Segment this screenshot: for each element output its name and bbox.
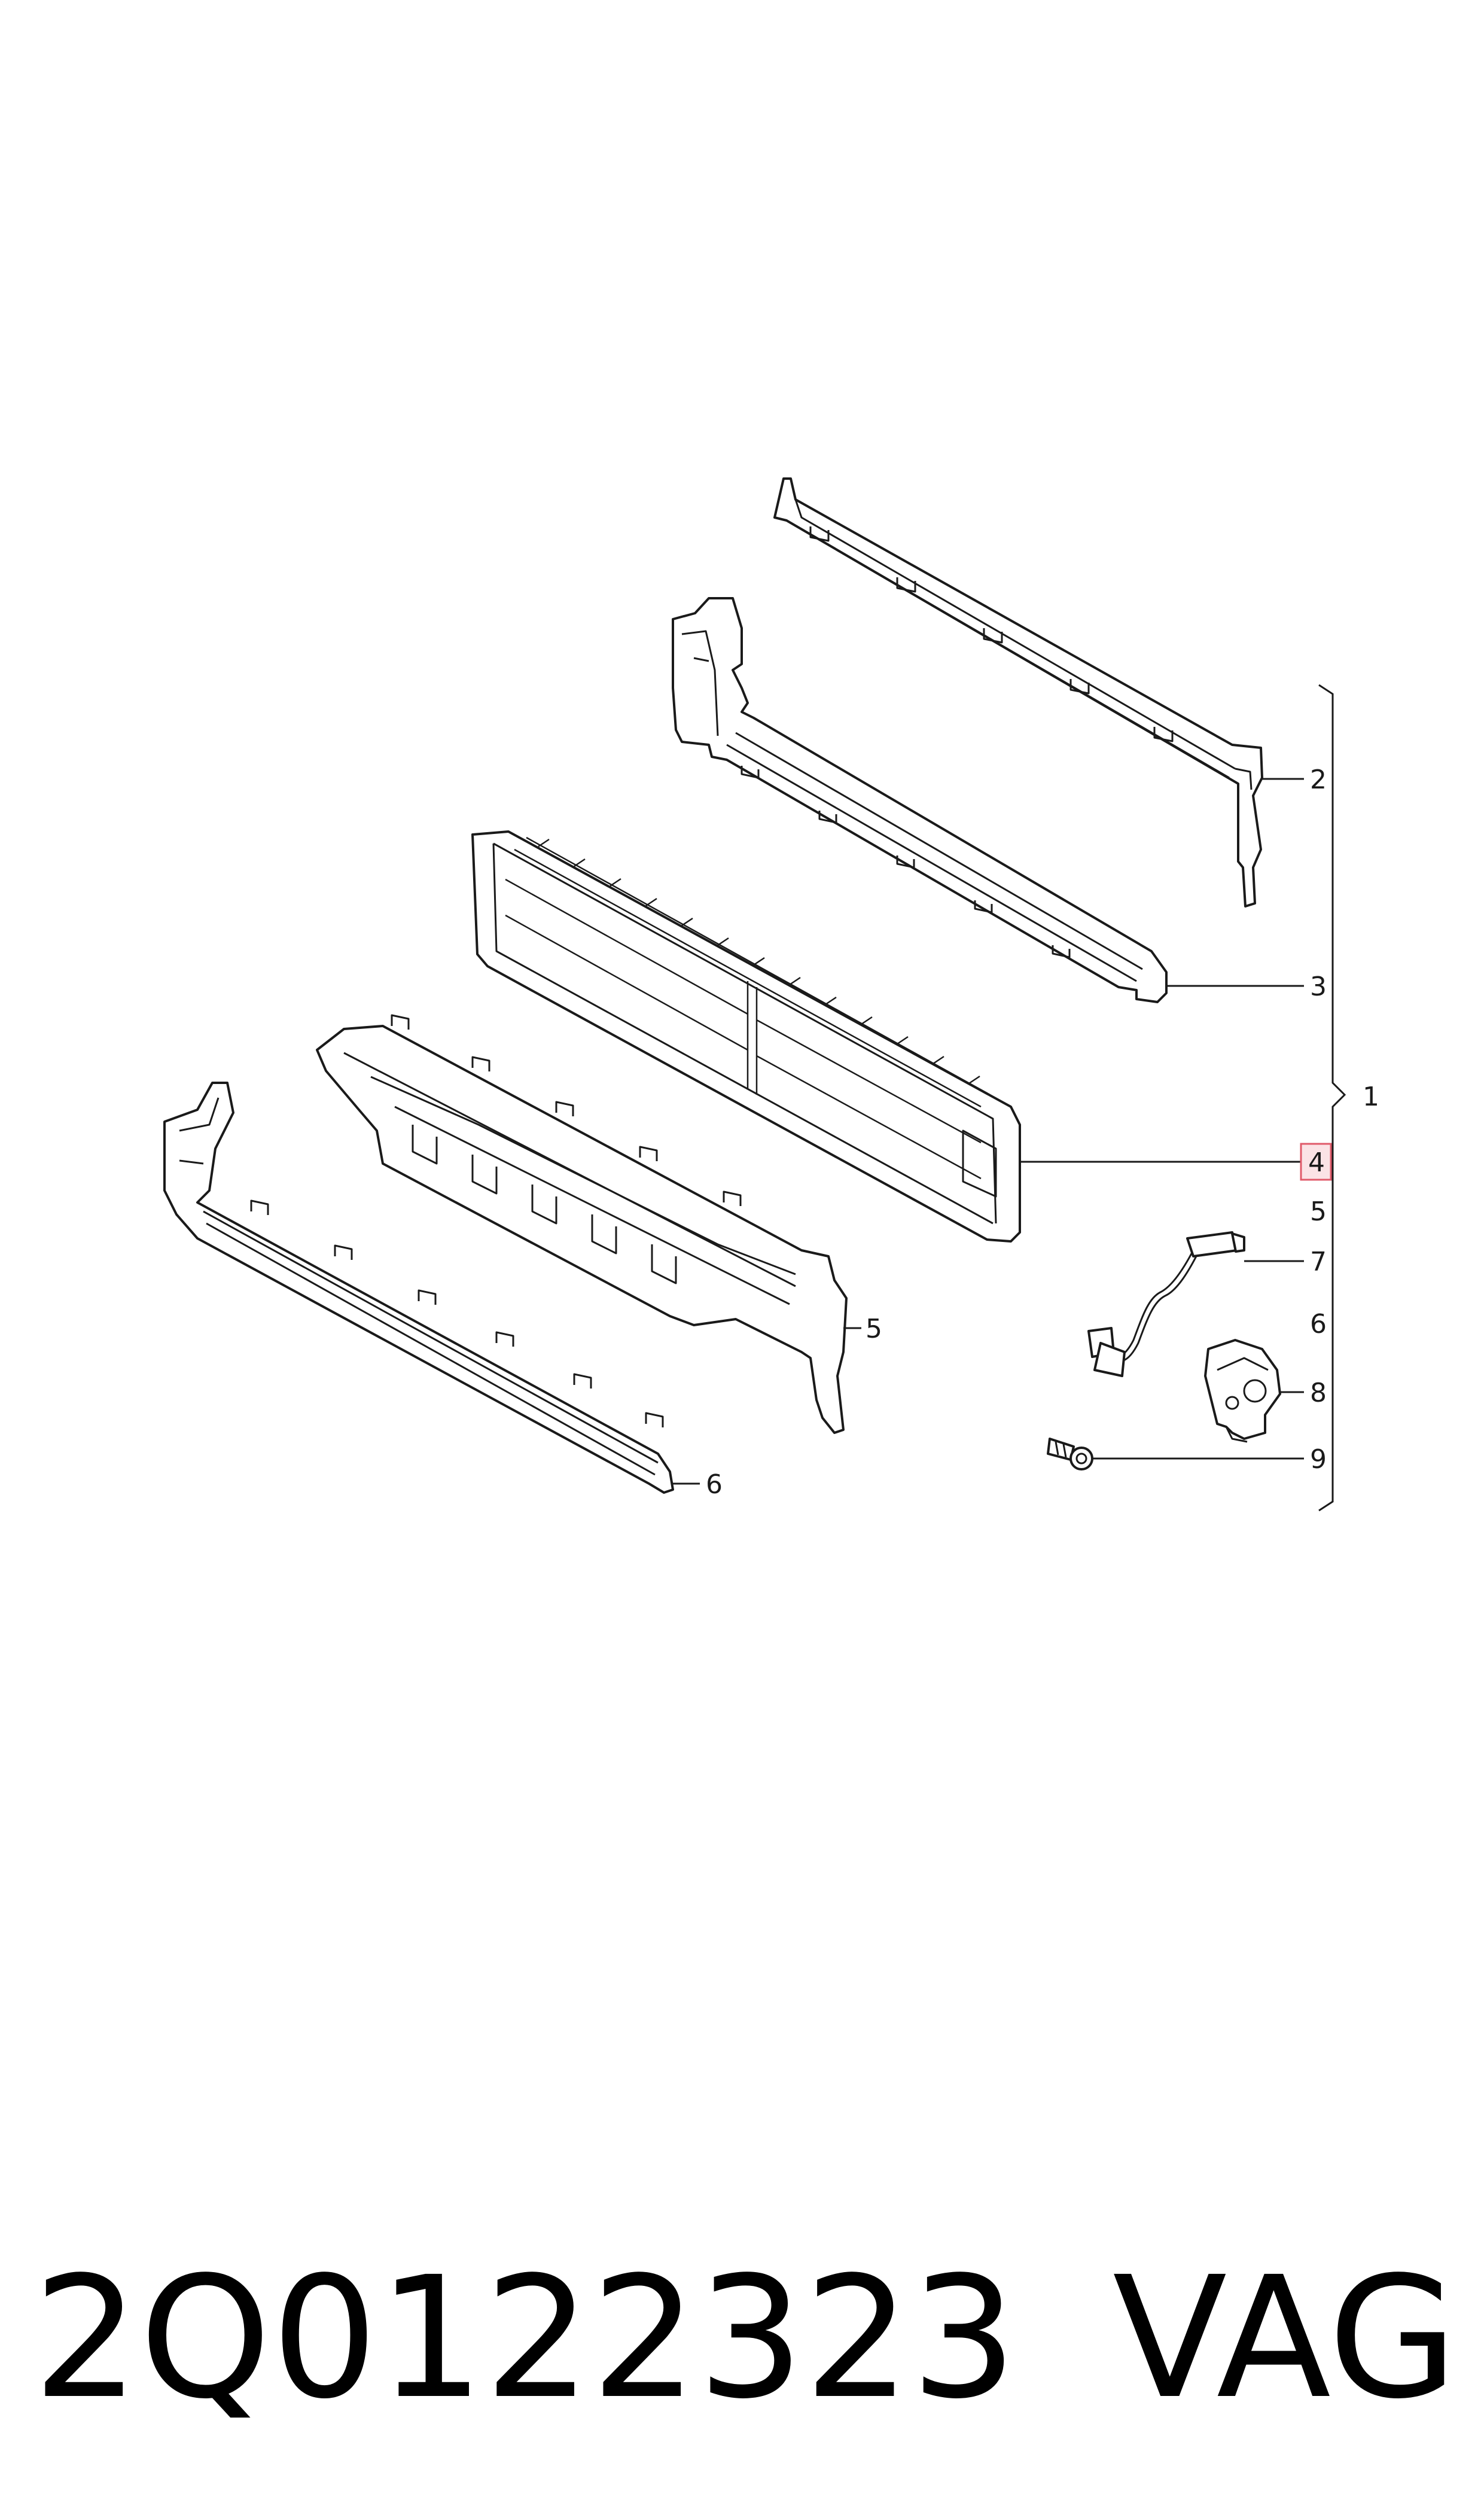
leader-lines — [673, 778, 1307, 1485]
part-7-wiring-harness — [1087, 1231, 1245, 1377]
brand-name: VAG — [1113, 2241, 1458, 2436]
callout-4[interactable]: 4 — [1308, 1147, 1325, 1178]
callout-1[interactable]: 1 — [1363, 1082, 1379, 1112]
part-4-vanes — [505, 878, 982, 1180]
part-8-actuator — [1204, 1339, 1281, 1443]
part-5-air-guide — [316, 1014, 848, 1434]
callout-7[interactable]: 7 — [1310, 1247, 1327, 1277]
callout-5-list[interactable]: 5 — [1310, 1196, 1327, 1227]
part-number: 2Q0122323 — [33, 2241, 1017, 2436]
part-4-shutter-frame — [471, 830, 1021, 1243]
callout-9[interactable]: 9 — [1310, 1444, 1327, 1475]
part-3-clips — [741, 766, 1071, 958]
part-3-lower-member — [672, 597, 1168, 1003]
part-6-clips — [250, 1199, 664, 1427]
part-2-clips — [809, 526, 1174, 742]
group-1-bracket — [1318, 684, 1346, 1512]
part-5-pockets — [412, 1125, 677, 1284]
part-9-screw — [1047, 1438, 1093, 1470]
callout-2[interactable]: 2 — [1310, 765, 1327, 795]
callout-6-list[interactable]: 6 — [1310, 1309, 1327, 1339]
callout-3[interactable]: 3 — [1310, 972, 1327, 1002]
callout-5-part[interactable]: 5 — [866, 1314, 882, 1344]
callout-8[interactable]: 8 — [1310, 1378, 1327, 1408]
callout-4-highlight — [1300, 1143, 1332, 1181]
part-5-clips — [391, 1014, 742, 1206]
callout-6-part[interactable]: 6 — [706, 1469, 723, 1500]
part-2-upper-cross-member — [773, 477, 1263, 908]
part-6-lower-deflector — [163, 1082, 674, 1494]
part-4-ribs — [538, 838, 980, 1085]
